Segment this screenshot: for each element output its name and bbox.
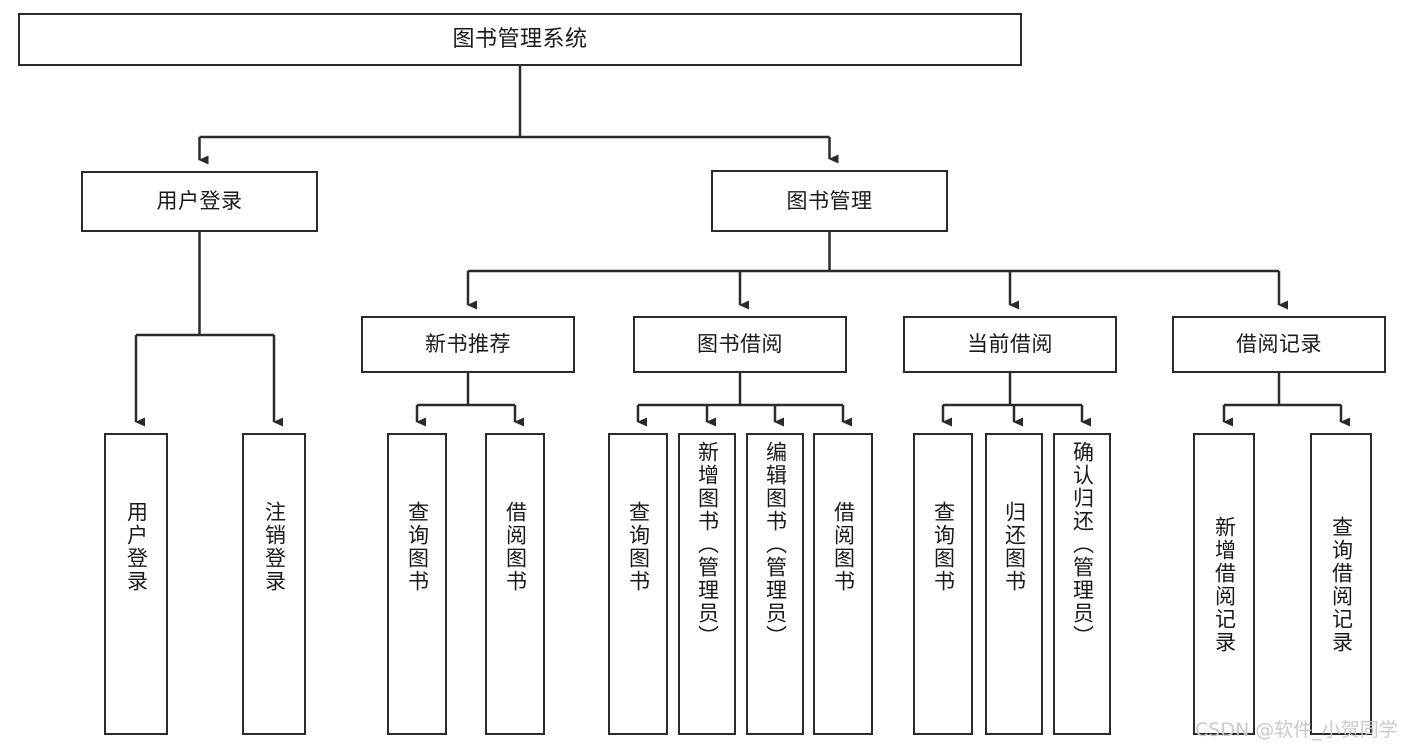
node-label: 图书管理系统 [452,26,588,52]
node-label: 归还图书 [1002,501,1027,593]
node-leaf-edit-book[interactable]: 编辑图书（管理员） [746,433,804,735]
node-current-borrow[interactable]: 当前借阅 [903,316,1117,373]
node-label: 图书借阅 [697,332,783,357]
node-label: 注销登录 [262,501,287,593]
node-leaf-query-book-2[interactable]: 查询图书 [608,433,668,735]
node-label: 当前借阅 [967,332,1053,357]
node-label: 借阅图书 [503,501,528,593]
node-label: 确认归还（管理员） [1070,441,1095,648]
node-label: 新增借阅记录 [1212,516,1237,654]
node-leaf-query-record[interactable]: 查询借阅记录 [1310,433,1372,735]
node-label: 新书推荐 [425,332,511,357]
node-leaf-logout[interactable]: 注销登录 [242,433,306,735]
node-leaf-borrow-book-2[interactable]: 借阅图书 [813,433,873,735]
node-label: 编辑图书（管理员） [763,441,788,648]
node-leaf-borrow-book-1[interactable]: 借阅图书 [485,433,545,735]
node-root[interactable]: 图书管理系统 [18,13,1022,66]
node-user-login[interactable]: 用户登录 [81,171,318,232]
node-label: 用户登录 [156,189,243,214]
node-label: 借阅图书 [831,501,856,593]
node-label: 图书管理 [786,188,873,213]
node-new-book-rec[interactable]: 新书推荐 [361,316,575,373]
node-label: 查询图书 [405,501,430,593]
node-label: 查询借阅记录 [1329,516,1354,654]
node-leaf-add-record[interactable]: 新增借阅记录 [1193,433,1255,735]
node-label: 新增图书（管理员） [695,441,720,648]
node-book-manage[interactable]: 图书管理 [711,170,948,232]
node-leaf-query-book-3[interactable]: 查询图书 [913,433,973,735]
csdn-watermark: CSDN @软件_小贺同学 [1195,719,1398,741]
node-book-borrow[interactable]: 图书借阅 [633,316,847,373]
node-leaf-user-login[interactable]: 用户登录 [104,433,168,735]
node-label: 查询图书 [626,501,651,593]
node-borrow-record[interactable]: 借阅记录 [1172,316,1386,373]
node-label: 用户登录 [124,501,149,593]
node-leaf-confirm-return[interactable]: 确认归还（管理员） [1053,433,1111,735]
node-leaf-add-book[interactable]: 新增图书（管理员） [678,433,736,735]
node-label: 借阅记录 [1236,332,1322,357]
node-leaf-query-book-1[interactable]: 查询图书 [387,433,447,735]
node-leaf-return-book[interactable]: 归还图书 [985,433,1043,735]
node-label: 查询图书 [931,501,956,593]
